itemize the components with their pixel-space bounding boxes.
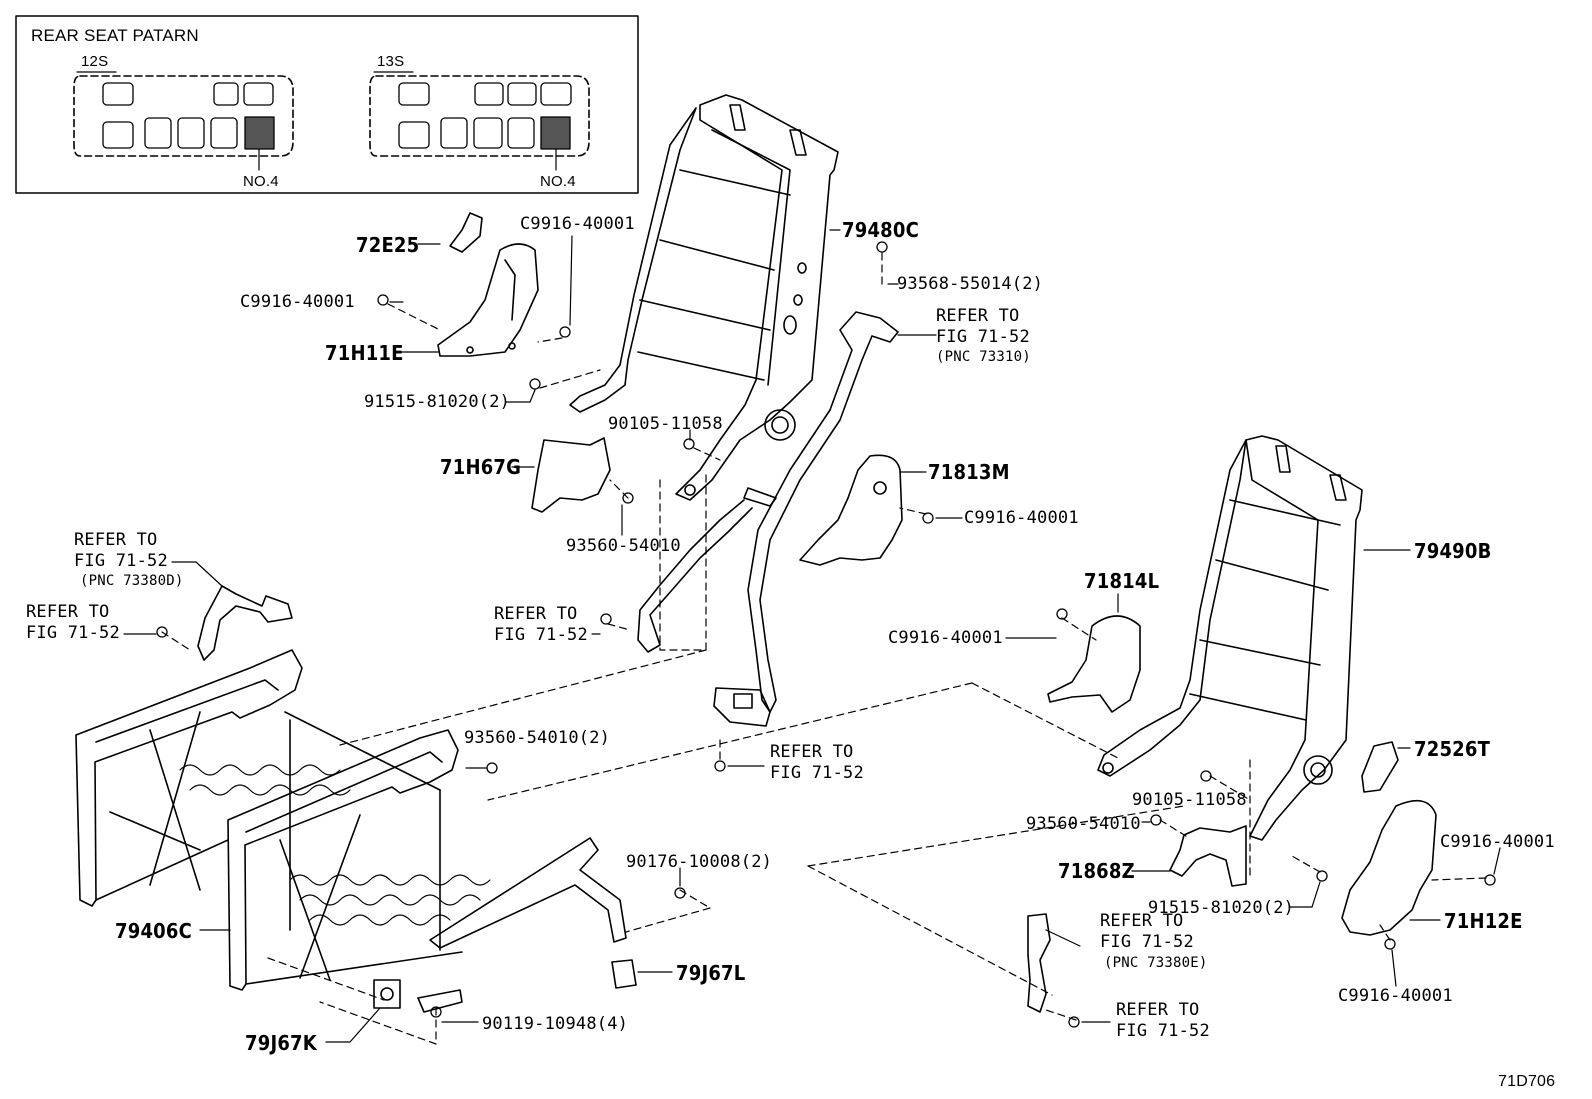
guide-lines bbox=[162, 253, 1486, 1044]
part-71H67G[interactable]: 71H67G bbox=[440, 455, 522, 479]
layout-12s-highlight: NO.4 bbox=[243, 173, 279, 190]
fig-ref[interactable]: FIG 71-52 bbox=[770, 763, 864, 783]
pnc-ref: (PNC 73380E) bbox=[1104, 955, 1208, 971]
part-72E25[interactable]: 72E25 bbox=[356, 233, 420, 257]
fastener-93560-right[interactable]: 93560-54010 bbox=[1026, 814, 1141, 834]
refer-to-label[interactable]: REFER TO bbox=[1116, 1000, 1200, 1020]
part-71814L[interactable]: 71814L bbox=[1084, 569, 1160, 593]
fastener-c9916-left[interactable]: C9916-40001 bbox=[240, 292, 355, 312]
fastener-93560-mid[interactable]: 93560-54010(2) bbox=[464, 728, 611, 748]
part-72526T[interactable]: 72526T bbox=[1414, 737, 1491, 761]
layout-12s-label: 12S bbox=[81, 53, 109, 70]
seat-belt-center bbox=[638, 312, 898, 726]
rear-seat-pattern-box bbox=[16, 16, 638, 193]
part-79480C[interactable]: 79480C bbox=[842, 218, 920, 242]
fastener-91515-left[interactable]: 91515-81020(2) bbox=[364, 392, 511, 412]
layout-13s-highlight: NO.4 bbox=[540, 173, 576, 190]
fig-ref[interactable]: FIG 71-52 bbox=[1116, 1021, 1210, 1041]
fastener-91515-right[interactable]: 91515-81020(2) bbox=[1148, 898, 1295, 918]
buckle-right bbox=[1028, 914, 1050, 1012]
part-79406C[interactable]: 79406C bbox=[115, 919, 193, 943]
fastener-c9916-71814L[interactable]: C9916-40001 bbox=[888, 628, 1003, 648]
part-71813M[interactable]: 71813M bbox=[928, 460, 1010, 484]
fastener-c9916-right-lower[interactable]: C9916-40001 bbox=[1338, 986, 1453, 1006]
piece-72E25 bbox=[450, 213, 482, 252]
part-71H12E[interactable]: 71H12E bbox=[1444, 909, 1523, 933]
part-79490B[interactable]: 79490B bbox=[1414, 539, 1492, 563]
fig-ref[interactable]: FIG 71-52 bbox=[74, 551, 168, 571]
fastener-90119[interactable]: 90119-10948(4) bbox=[482, 1014, 629, 1034]
fig-ref[interactable]: FIG 71-52 bbox=[1100, 932, 1194, 952]
pnc-ref: (PNC 73310) bbox=[936, 349, 1031, 365]
cover-71813M bbox=[800, 455, 902, 565]
cushion-frame-79406C bbox=[76, 650, 626, 1012]
layout-13s-label: 13S bbox=[377, 53, 405, 70]
part-79J67K[interactable]: 79J67K bbox=[245, 1031, 317, 1055]
fastener-90176[interactable]: 90176-10008(2) bbox=[626, 852, 773, 872]
pnc-ref: (PNC 73380D) bbox=[80, 573, 184, 589]
part-79J67L[interactable]: 79J67L bbox=[676, 961, 746, 985]
bracket-71H67G bbox=[532, 438, 610, 512]
fastener-93568[interactable]: 93568-55014(2) bbox=[897, 274, 1044, 294]
fastener-c9916-right-upper[interactable]: C9916-40001 bbox=[1440, 832, 1555, 852]
seatback-frame-79480C bbox=[570, 95, 838, 500]
refer-to-label[interactable]: REFER TO bbox=[26, 602, 110, 622]
bracket-71868Z bbox=[1170, 826, 1246, 886]
pad-79J67K bbox=[374, 980, 400, 1008]
refer-to-label[interactable]: REFER TO bbox=[936, 306, 1020, 326]
cover-71H12E bbox=[1342, 801, 1436, 935]
fastener-90105-right[interactable]: 90105-11058 bbox=[1132, 790, 1247, 810]
refer-to-label[interactable]: REFER TO bbox=[1100, 911, 1184, 931]
refer-to-label[interactable]: REFER TO bbox=[770, 742, 854, 762]
fastener-c9916-71813M[interactable]: C9916-40001 bbox=[964, 508, 1079, 528]
figure-id: 71D706 bbox=[1498, 1073, 1556, 1090]
leader-lines bbox=[124, 230, 1500, 1042]
clip-79J67L bbox=[612, 960, 636, 988]
part-71868Z[interactable]: 71868Z bbox=[1058, 859, 1135, 883]
fastener-c9916-top[interactable]: C9916-40001 bbox=[520, 214, 635, 234]
fastener-90105-upper[interactable]: 90105-11058 bbox=[608, 414, 723, 434]
part-71H11E[interactable]: 71H11E bbox=[325, 341, 404, 365]
piece-72526T bbox=[1362, 742, 1398, 792]
cover-71H11E bbox=[438, 244, 538, 356]
belt-left bbox=[198, 586, 292, 660]
refer-to-label[interactable]: REFER TO bbox=[74, 530, 158, 550]
fig-ref[interactable]: FIG 71-52 bbox=[936, 327, 1030, 347]
fig-ref[interactable]: FIG 71-52 bbox=[26, 623, 120, 643]
cover-71814L bbox=[1048, 616, 1140, 712]
refer-to-label[interactable]: REFER TO bbox=[494, 604, 578, 624]
seatback-frame-79490B bbox=[1098, 436, 1362, 840]
fastener-93560-upper[interactable]: 93560-54010 bbox=[566, 536, 681, 556]
fig-ref[interactable]: FIG 71-52 bbox=[494, 625, 588, 645]
pattern-box-title: REAR SEAT PATARN bbox=[31, 26, 199, 45]
